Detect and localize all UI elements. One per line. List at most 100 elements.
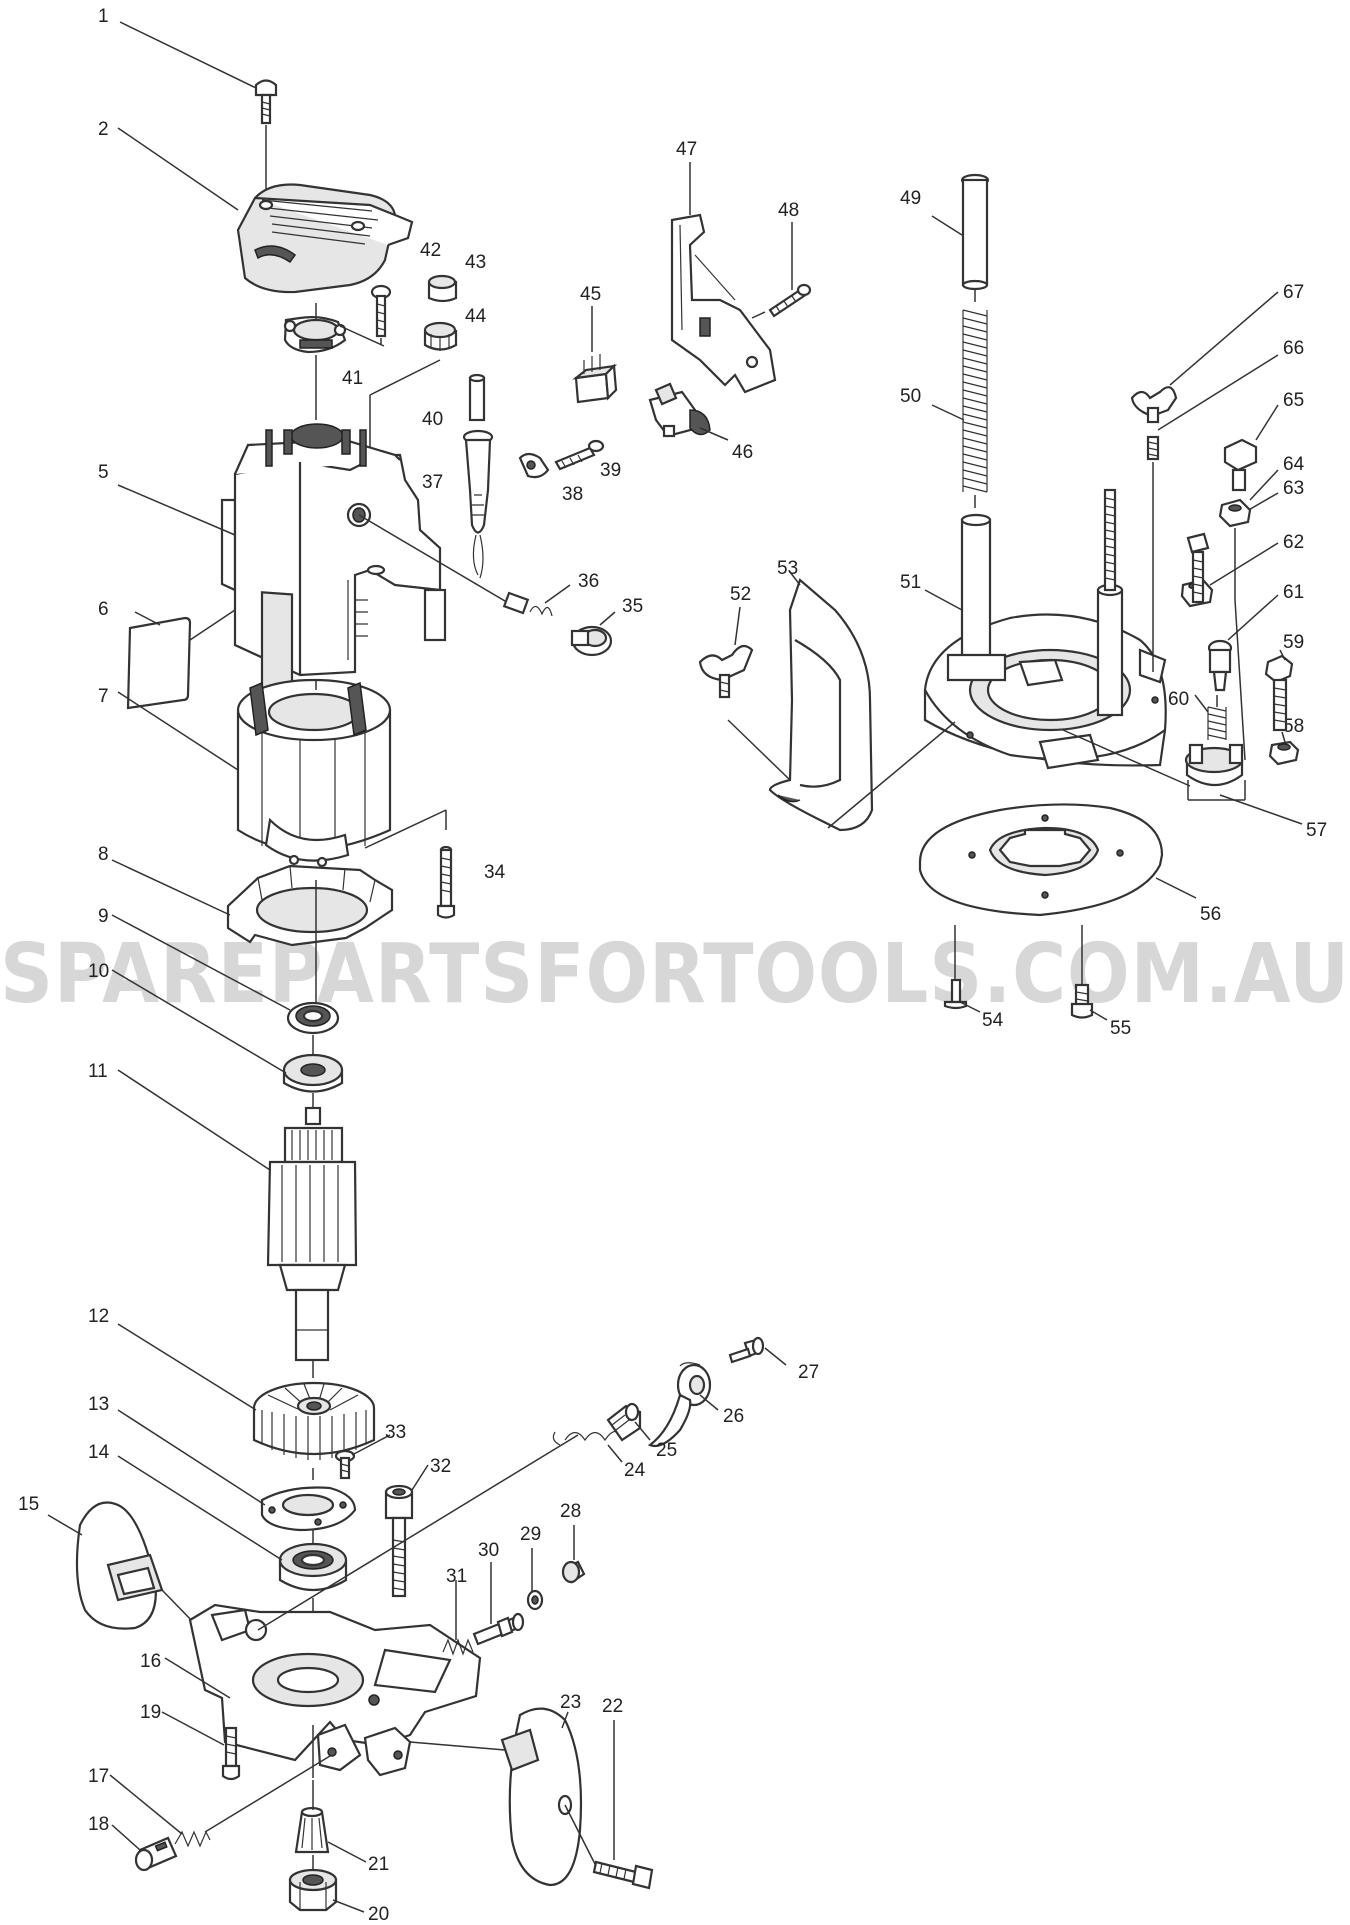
part-31-spring[interactable] <box>442 1638 474 1656</box>
label-12: 12 <box>88 1306 109 1327</box>
part-21-collet-cone[interactable] <box>294 1806 330 1854</box>
part-54-screw[interactable] <box>943 978 968 1010</box>
label-22: 22 <box>602 1696 623 1717</box>
part-7-field-stator[interactable] <box>236 678 392 868</box>
part-57-stopper-block[interactable] <box>1184 743 1244 787</box>
part-48-screw[interactable] <box>768 283 812 318</box>
label-16: 16 <box>140 1651 161 1672</box>
part-53-chip-deflector[interactable] <box>768 578 874 832</box>
part-64-nut[interactable] <box>1218 498 1252 528</box>
label-51: 51 <box>900 572 921 593</box>
part-65-bolt[interactable] <box>1223 438 1258 492</box>
label-35: 35 <box>622 596 643 617</box>
label-24: 24 <box>624 1460 646 1481</box>
part-35-brush-cap[interactable] <box>570 625 613 657</box>
label-9: 9 <box>98 906 109 927</box>
label-13: 13 <box>88 1394 109 1415</box>
label-41: 41 <box>342 368 363 389</box>
part-13-bearing-retainer[interactable] <box>260 1486 357 1532</box>
part-47-switch-bracket[interactable] <box>670 213 777 394</box>
part-38-clamp[interactable] <box>518 452 550 479</box>
label-56: 56 <box>1200 904 1221 925</box>
label-48: 48 <box>778 200 799 221</box>
label-43: 43 <box>465 252 486 273</box>
part-67-wing-nut[interactable] <box>1130 386 1178 424</box>
label-47: 47 <box>676 139 697 160</box>
part-22-screw[interactable] <box>592 1860 654 1890</box>
part-40-pin[interactable] <box>468 373 486 422</box>
part-11-armature[interactable] <box>266 1106 358 1362</box>
part-52-wing-bolt[interactable] <box>698 644 754 699</box>
label-58: 58 <box>1283 716 1304 737</box>
label-61: 61 <box>1283 582 1304 603</box>
part-10-bearing[interactable] <box>282 1053 344 1093</box>
part-15-handle[interactable] <box>75 1501 164 1630</box>
part-45-switch-block[interactable] <box>572 354 618 404</box>
part-17-spring[interactable] <box>174 1830 211 1848</box>
part-50-spring[interactable] <box>962 309 988 493</box>
part-9-bearing[interactable] <box>286 1001 340 1035</box>
part-14-bearing[interactable] <box>278 1542 348 1591</box>
part-61-screw[interactable] <box>1207 639 1233 692</box>
part-5-motor-housing[interactable] <box>220 423 447 694</box>
part-8-baffle-plate[interactable] <box>226 864 394 947</box>
part-27-screw[interactable] <box>728 1336 765 1364</box>
label-55: 55 <box>1110 1018 1131 1039</box>
label-14: 14 <box>88 1442 110 1463</box>
part-43-cap[interactable] <box>427 274 458 303</box>
label-8: 8 <box>98 844 109 865</box>
label-21: 21 <box>368 1854 389 1875</box>
part-23-handle[interactable] <box>500 1707 583 1887</box>
part-55-bolt[interactable] <box>1070 983 1094 1019</box>
part-46-switch[interactable] <box>648 382 711 438</box>
label-63: 63 <box>1283 478 1304 499</box>
part-37-cord-guard[interactable] <box>462 429 494 579</box>
part-41-brush-holder[interactable] <box>283 316 347 354</box>
label-5: 5 <box>98 462 109 483</box>
part-66-screw[interactable] <box>1146 435 1160 461</box>
part-36-carbon-brush[interactable] <box>502 591 553 617</box>
part-number-labels: 1 2 5 6 7 8 9 10 11 12 13 14 15 16 17 18… <box>18 6 1327 1925</box>
part-26-lock-lever[interactable] <box>647 1362 712 1448</box>
label-26: 26 <box>723 1406 744 1427</box>
part-32-bolt[interactable] <box>384 1484 414 1598</box>
label-15: 15 <box>18 1494 39 1515</box>
part-42-screw[interactable] <box>370 284 392 338</box>
part-29-washer[interactable] <box>526 1589 544 1611</box>
part-49-stopper-rod[interactable] <box>960 173 990 291</box>
part-59-bolt[interactable] <box>1264 654 1294 732</box>
label-25: 25 <box>656 1440 677 1461</box>
part-30-shaft[interactable] <box>472 1612 525 1646</box>
part-58-nut[interactable] <box>1268 740 1300 766</box>
part-20-collet-nut[interactable] <box>288 1868 338 1912</box>
part-51-plunge-base[interactable] <box>923 488 1167 770</box>
part-1-screw[interactable] <box>254 79 278 125</box>
part-12-fan[interactable] <box>252 1381 376 1460</box>
part-63-bolt[interactable] <box>1186 532 1210 604</box>
label-28: 28 <box>560 1501 581 1522</box>
part-60-spring[interactable] <box>1207 706 1227 740</box>
label-34: 34 <box>484 862 506 883</box>
part-19-screw[interactable] <box>221 1726 241 1781</box>
part-6-label-plate[interactable] <box>126 616 192 710</box>
label-10: 10 <box>88 961 109 982</box>
part-24-spring[interactable] <box>552 1430 623 1446</box>
part-39-screw[interactable] <box>554 439 605 471</box>
part-2-top-cover[interactable] <box>236 183 414 294</box>
label-31: 31 <box>446 1566 467 1587</box>
label-57: 57 <box>1306 820 1327 841</box>
part-25-knob-shaft[interactable] <box>606 1402 642 1442</box>
part-33-screw[interactable] <box>334 1449 356 1480</box>
label-23: 23 <box>560 1692 581 1713</box>
label-32: 32 <box>430 1456 451 1477</box>
label-37: 37 <box>422 472 443 493</box>
label-59: 59 <box>1283 632 1304 653</box>
part-44-brush-holder-cap[interactable] <box>423 321 458 351</box>
part-28-cap[interactable] <box>561 1560 586 1584</box>
part-16-motor-base[interactable] <box>188 1603 482 1777</box>
part-18-lock-pin[interactable] <box>134 1836 178 1872</box>
part-34-long-screw[interactable] <box>436 845 456 919</box>
watermark-text: SPAREPARTSFORTOOLS.COM.AU <box>0 927 1350 1022</box>
label-39: 39 <box>600 460 621 481</box>
part-56-sub-base[interactable] <box>918 803 1164 917</box>
